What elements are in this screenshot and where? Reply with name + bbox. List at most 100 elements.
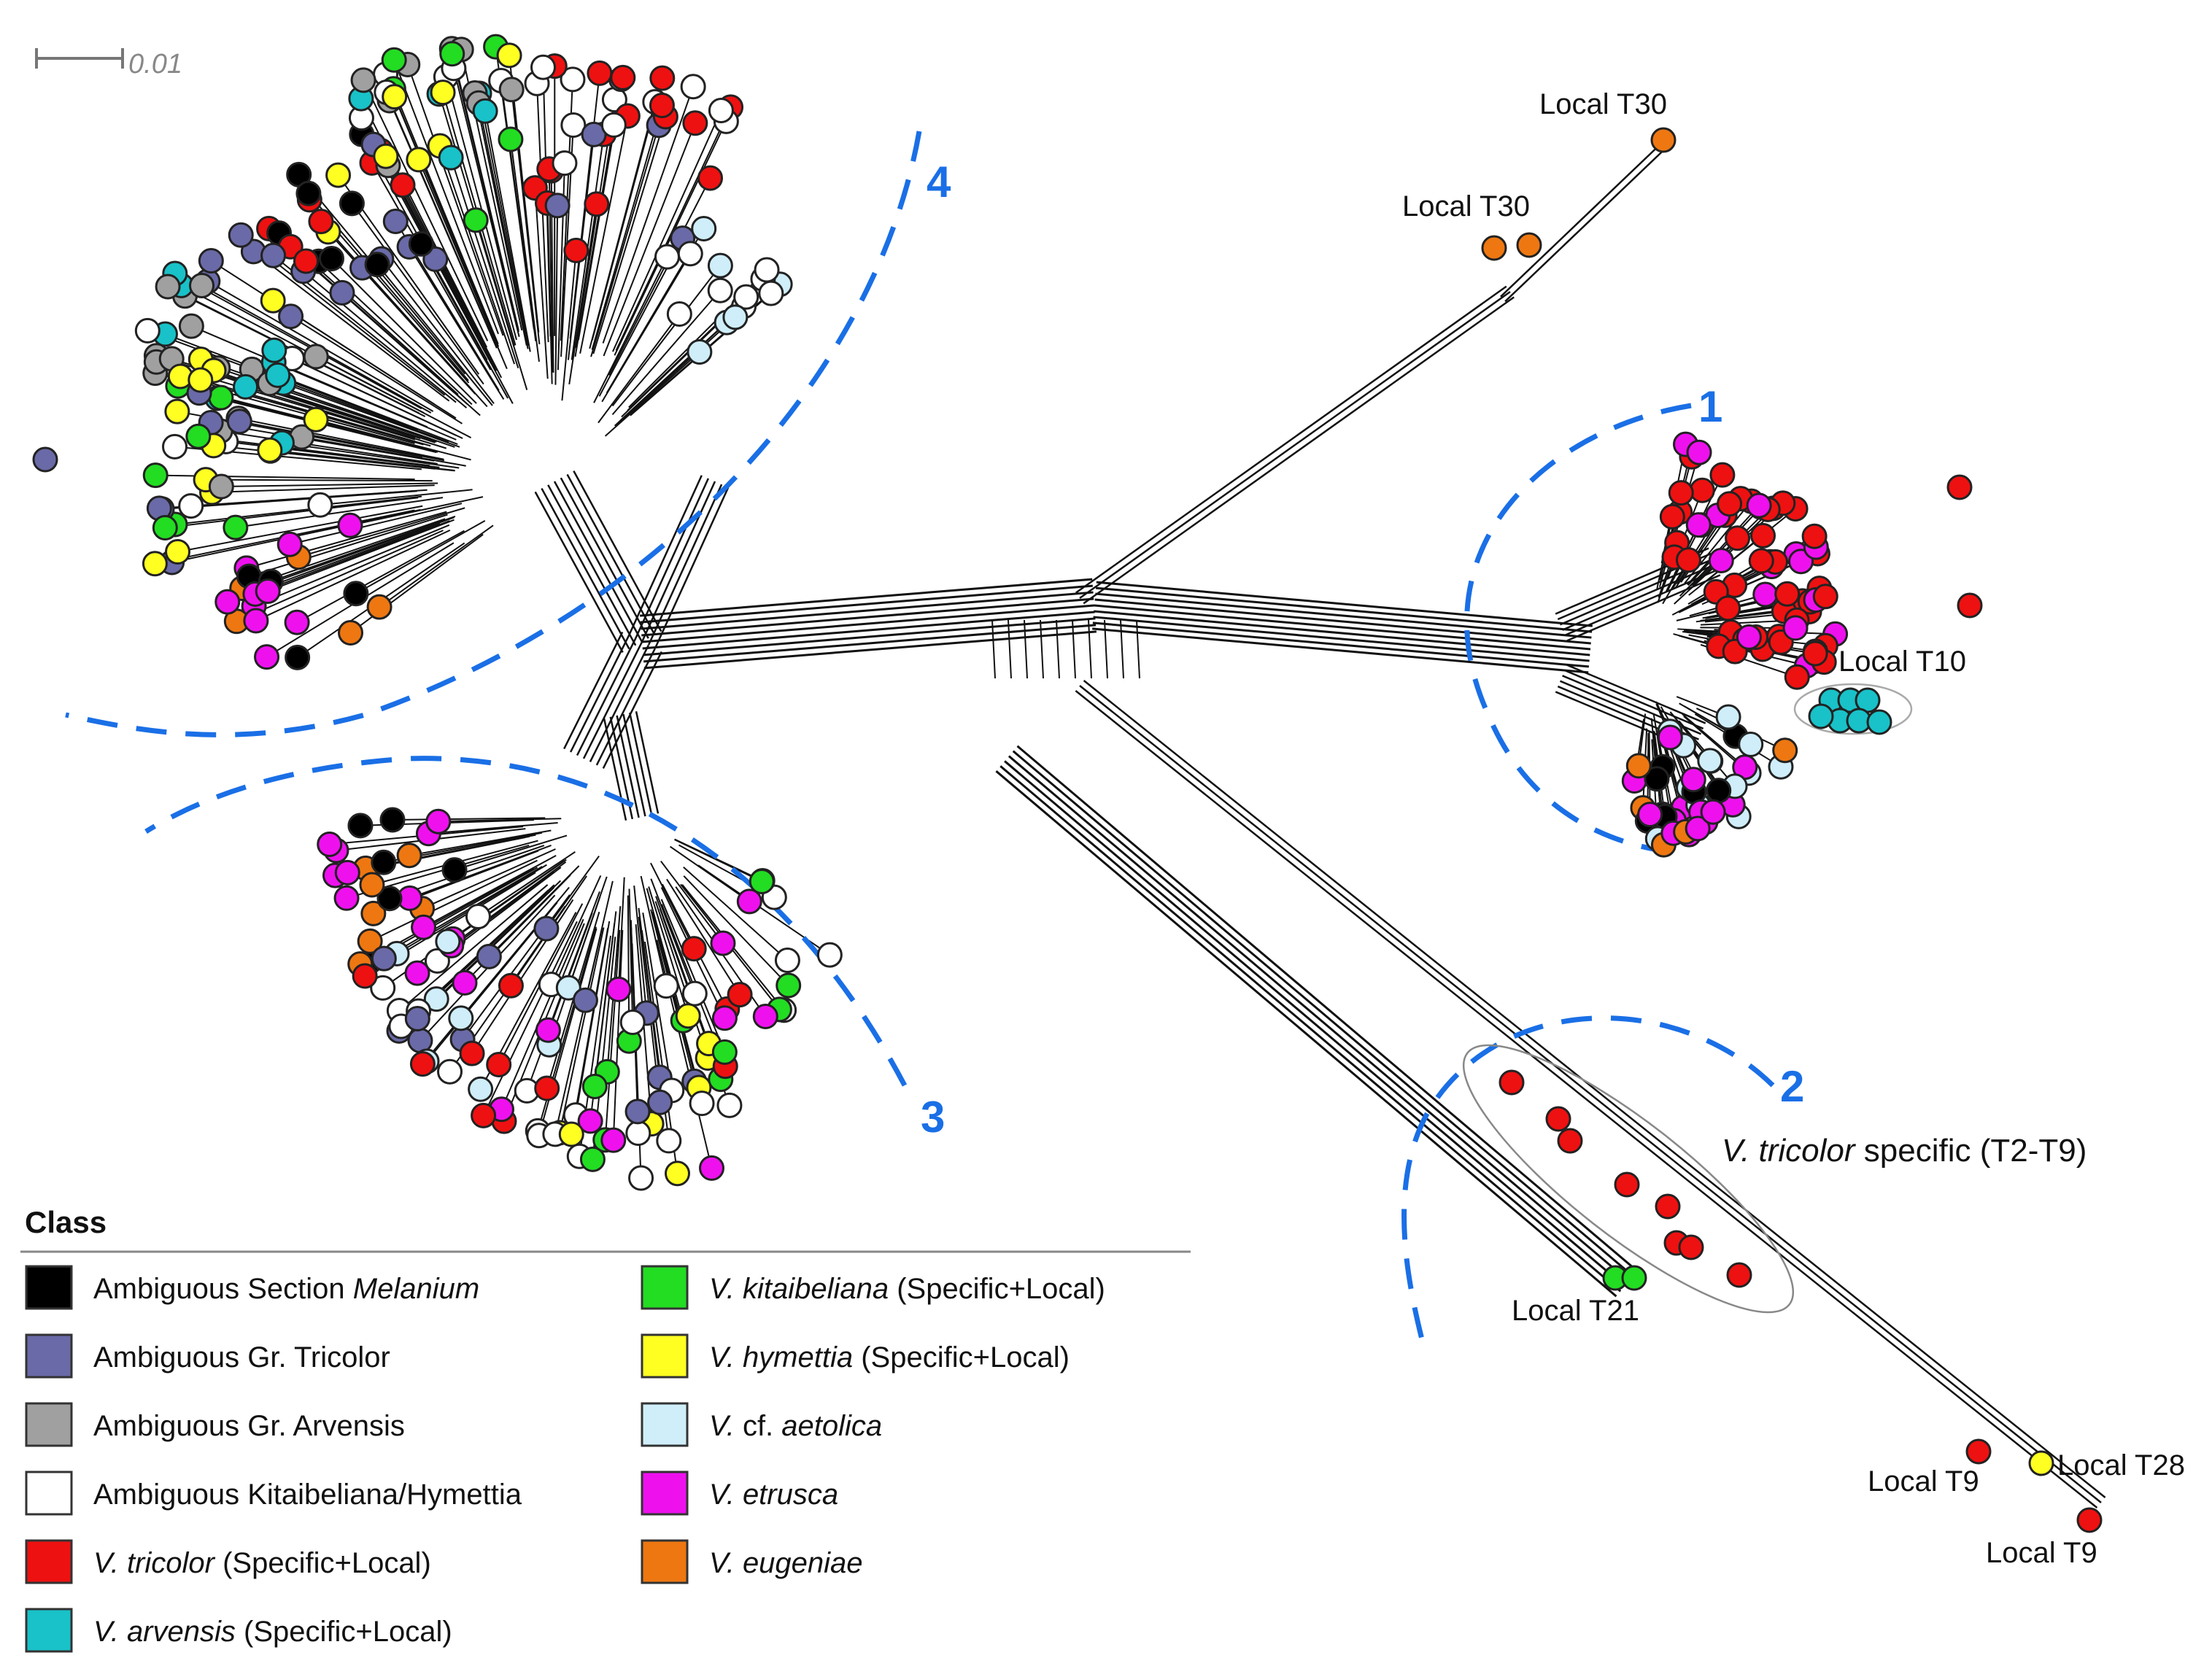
network-node bbox=[1655, 1193, 1681, 1220]
scale-bar-label: 0.01 bbox=[128, 49, 182, 80]
annotation-species: V. tricolor bbox=[1722, 1133, 1857, 1169]
network-node bbox=[303, 406, 329, 433]
network-node bbox=[681, 936, 707, 962]
network-node bbox=[359, 872, 385, 898]
network-node bbox=[425, 808, 452, 834]
network-node bbox=[1784, 664, 1810, 690]
network-node bbox=[560, 66, 586, 93]
network-node bbox=[1614, 1171, 1640, 1198]
network-node bbox=[624, 1099, 651, 1125]
network-node bbox=[1946, 474, 1973, 500]
network-node bbox=[1715, 704, 1741, 730]
network-node bbox=[198, 248, 224, 274]
legend-swatch bbox=[641, 1539, 689, 1584]
legend: Class Ambiguous Section MelaniumAmbiguou… bbox=[20, 1205, 1191, 1653]
network-node bbox=[749, 868, 775, 894]
network-node bbox=[293, 248, 319, 274]
network-node bbox=[681, 980, 708, 1007]
network-node bbox=[438, 144, 464, 171]
network-node bbox=[1750, 522, 1776, 549]
network-node bbox=[711, 1005, 738, 1031]
network-node bbox=[2076, 1507, 2103, 1533]
network-node bbox=[318, 246, 344, 272]
network-node bbox=[1689, 477, 1715, 503]
network-node bbox=[707, 277, 733, 303]
network-node bbox=[1808, 703, 1834, 729]
network-node bbox=[437, 1058, 463, 1085]
network-node bbox=[1726, 1262, 1752, 1288]
network-node bbox=[610, 64, 636, 90]
network-node bbox=[255, 578, 281, 605]
network-node bbox=[708, 98, 734, 124]
network-node bbox=[178, 313, 204, 339]
network-node bbox=[1668, 480, 1694, 506]
network-node bbox=[1498, 1069, 1525, 1096]
network-node bbox=[736, 888, 762, 915]
network-node bbox=[625, 1120, 651, 1147]
network-node bbox=[459, 1040, 485, 1066]
network-node bbox=[600, 1127, 627, 1153]
legend-swatch bbox=[641, 1471, 689, 1516]
network-node bbox=[1774, 581, 1801, 607]
node-label-local-t28: Local T28 bbox=[2057, 1449, 2185, 1481]
network-node bbox=[1657, 724, 1683, 751]
network-node bbox=[134, 317, 161, 344]
network-node bbox=[496, 42, 522, 69]
network-node bbox=[535, 1017, 561, 1043]
network-node bbox=[581, 1074, 608, 1100]
network-node bbox=[544, 193, 571, 219]
network-node bbox=[1866, 709, 1892, 735]
network-node bbox=[1957, 592, 1983, 619]
network-node bbox=[382, 208, 409, 234]
legend-item-vetrusca: V. etrusca bbox=[641, 1471, 838, 1516]
network-node bbox=[439, 41, 465, 67]
legend-item-arvgroup: Ambiguous Gr. Arvensis bbox=[25, 1402, 405, 1447]
network-node bbox=[155, 274, 181, 300]
network-node bbox=[317, 832, 343, 858]
cluster-label-1: 1 bbox=[1698, 382, 1722, 431]
network-node bbox=[339, 190, 365, 217]
node-label-local-t30-b: Local T30 bbox=[1402, 190, 1530, 222]
legend-label: Ambiguous Gr. Arvensis bbox=[93, 1410, 405, 1442]
network-node bbox=[1621, 1265, 1647, 1291]
network-node bbox=[178, 493, 204, 519]
network-node bbox=[142, 551, 168, 577]
network-node bbox=[343, 581, 369, 607]
network-node bbox=[1801, 523, 1828, 549]
network-node bbox=[347, 813, 374, 839]
network-node bbox=[379, 807, 406, 833]
network-node bbox=[716, 1092, 743, 1118]
network-node bbox=[373, 143, 399, 169]
network-node bbox=[619, 1010, 646, 1036]
legend-item-varvensis: V. arvensis (Specific+Local) bbox=[25, 1608, 452, 1653]
network-node bbox=[563, 237, 589, 263]
network-node bbox=[1752, 581, 1779, 608]
network-node bbox=[1625, 753, 1652, 779]
network-node bbox=[452, 969, 478, 996]
network-node bbox=[307, 492, 333, 518]
network-node bbox=[463, 207, 489, 233]
network-node bbox=[687, 339, 713, 365]
network-node bbox=[1697, 748, 1723, 774]
network-node bbox=[572, 987, 598, 1013]
network-node bbox=[185, 423, 212, 449]
legend-item-melanium: Ambiguous Section Melanium bbox=[25, 1265, 479, 1310]
network-node bbox=[276, 531, 303, 557]
network-node bbox=[1738, 732, 1764, 758]
network-node bbox=[1812, 584, 1838, 610]
cluster-label-4: 4 bbox=[927, 158, 951, 206]
network-node bbox=[308, 209, 334, 235]
node-label-local-t21: Local T21 bbox=[1512, 1295, 1639, 1327]
legend-item-vhymettia: V. hymettia (Specific+Local) bbox=[641, 1333, 1070, 1379]
network-node bbox=[448, 1005, 474, 1031]
network-node bbox=[142, 462, 169, 489]
network-node bbox=[697, 165, 724, 191]
network-node bbox=[1516, 232, 1542, 258]
network-node bbox=[1675, 547, 1701, 573]
legend-label: V. hymettia (Specific+Local) bbox=[709, 1341, 1070, 1374]
network-node bbox=[1700, 799, 1726, 825]
network-node bbox=[653, 973, 679, 999]
network-node bbox=[758, 280, 784, 306]
network-nodes bbox=[32, 34, 2103, 1533]
